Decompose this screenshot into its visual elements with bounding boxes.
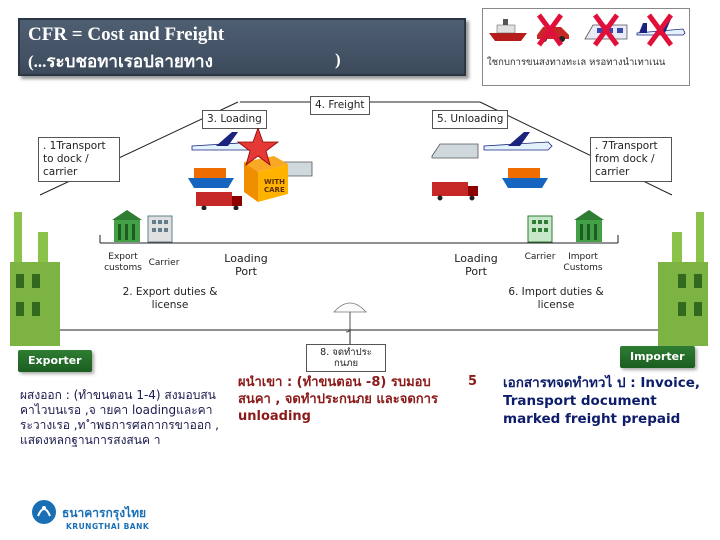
exporter-badge: Exporter (18, 350, 92, 372)
building-icon (574, 210, 604, 242)
building-icon (527, 215, 553, 243)
box-icon: WITH CARE (244, 156, 288, 202)
importer-badge: Importer (620, 346, 695, 368)
ship-icon (489, 19, 527, 41)
step-loading: 3. Loading (202, 110, 267, 129)
step-transport-from-dock: . 7Transport from dock / carrier (590, 137, 672, 182)
transport-modes-box: ใชกบการขนสงทางทะเล หรอทางนำเทาเนน (482, 8, 690, 86)
label-export-customs: Export customs (104, 252, 142, 273)
title-box: CFR = Cost and Freight (...ระบชอทาเรอปลา… (18, 18, 466, 76)
bank-logo-icon (32, 500, 56, 524)
step-unloading: 5. Unloading (432, 110, 509, 129)
factory-icon (10, 212, 60, 346)
label-carrier-right: Carrier (524, 252, 556, 262)
svg-text:WITH: WITH (264, 178, 285, 186)
star-box-icon: WITH CARE (236, 128, 288, 202)
step-insurance: 8. จดทำประกนภย (306, 344, 386, 372)
umbrella-icon (333, 302, 367, 333)
importer-step-number: 5 (468, 374, 478, 389)
star-icon (236, 128, 280, 167)
svg-text:CARE: CARE (264, 186, 285, 194)
ship-icon (502, 168, 548, 188)
step-freight: 4. Freight (310, 96, 370, 115)
label-loading-port-right: Loading Port (454, 252, 498, 278)
title-line2: (...ระบชอทาเรอปลายทาง (28, 52, 213, 71)
bank-name-thai: ธนาคารกรุงไทย (62, 506, 147, 520)
airplane-icon (483, 132, 553, 151)
label-import-customs: Import Customs (563, 252, 603, 273)
truck-icon (432, 182, 478, 201)
bank-name-english: KRUNGTHAI BANK (66, 522, 150, 531)
building-icon (147, 215, 173, 243)
title-line1: CFR = Cost and Freight (28, 24, 225, 45)
truck-icon (196, 192, 242, 210)
ship-icon (188, 168, 234, 188)
cross-icon (536, 13, 564, 47)
cross-icon (592, 13, 620, 47)
label-loading-port-left: Loading Port (224, 252, 268, 278)
right-vehicles (431, 132, 553, 201)
step-transport-to-dock: . 1Transport to dock / carrier (38, 137, 120, 182)
title-line2-end: ) (335, 50, 341, 69)
building-icon (112, 210, 142, 242)
step-export-duties: 2. Export duties & license (122, 286, 218, 311)
documents-text: เอกสารทจดทำทวไ ป : Invoice, Transport do… (503, 375, 700, 427)
cross-icon (646, 13, 674, 47)
factory-icon (658, 212, 708, 346)
transport-note: ใชกบการขนสงทางทะเล หรอทางนำเทาเนน (487, 57, 666, 68)
exporter-duties-text: ผสงออก : (ทำขนตอน 1-4) สงมอบสนคาไวบนเรอ … (20, 388, 219, 447)
label-carrier-left: Carrier (148, 258, 180, 268)
importer-duties-text: ผนำเขา : (ทำขนตอน -8) รบมอบสนคา , จดทำปร… (238, 375, 438, 424)
step-import-duties: 6. Import duties & license (508, 286, 604, 311)
train-icon (431, 143, 479, 159)
